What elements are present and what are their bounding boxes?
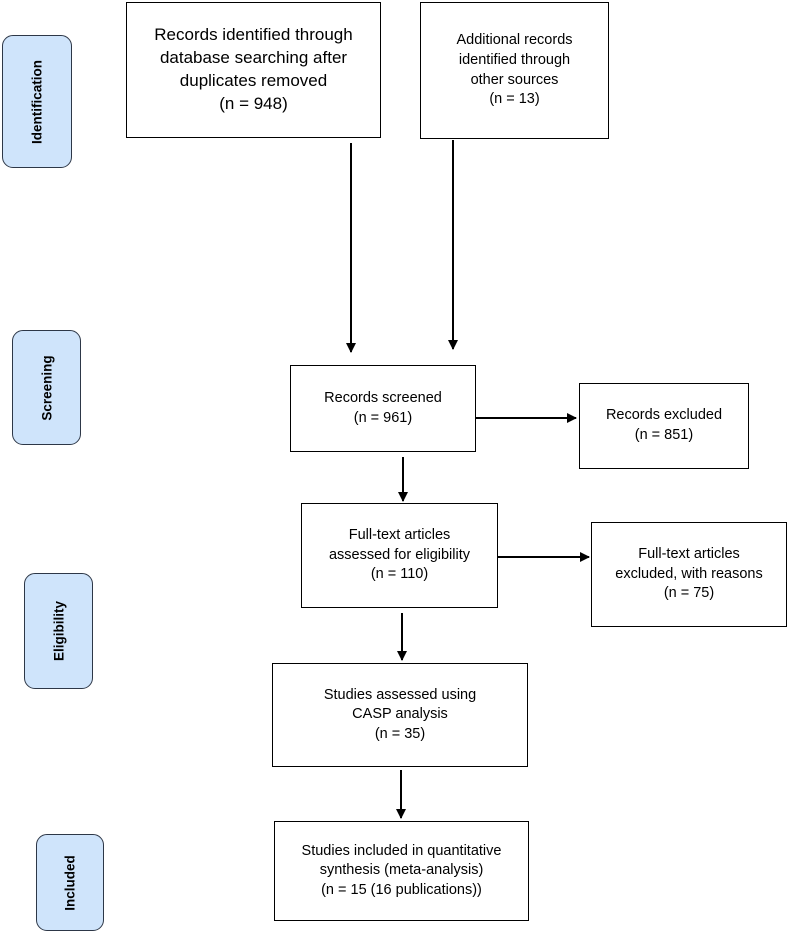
stage-included: Included <box>36 834 104 931</box>
fulltext-assessed-count: (n = 110) <box>370 566 429 583</box>
fulltext-excluded-line: Full-text articles <box>638 546 740 563</box>
records-screened-box: Records screened (n = 961) <box>290 365 476 452</box>
records-screened-label: Records screened <box>324 389 442 406</box>
records-excluded-label: Records excluded <box>605 407 723 424</box>
fulltext-excluded-box: Full-text articles excluded, with reason… <box>591 522 787 627</box>
fulltext-excluded-line: excluded, with reasons <box>615 565 763 582</box>
fulltext-assessed-line: assessed for eligibility <box>328 546 471 563</box>
stage-identification: Identification <box>2 35 72 168</box>
database-search-box: Records identified through database sear… <box>126 2 381 138</box>
casp-line: Studies assessed using <box>323 686 477 703</box>
other-sources-box: Additional records identified through ot… <box>420 2 609 139</box>
included-studies-line: synthesis (meta-analysis) <box>319 862 484 879</box>
records-screened-count: (n = 961) <box>353 409 413 426</box>
records-excluded-box: Records excluded (n = 851) <box>579 383 749 469</box>
other-sources-line: identified through <box>458 51 571 68</box>
casp-count: (n = 35) <box>374 725 426 742</box>
other-sources-line: other sources <box>470 71 559 88</box>
database-search-line: Records identified through <box>154 25 353 45</box>
casp-box: Studies assessed using CASP analysis (n … <box>272 663 528 767</box>
fulltext-excluded-count: (n = 75) <box>663 585 715 602</box>
database-search-line: duplicates removed <box>179 71 328 90</box>
other-sources-count: (n = 13) <box>489 91 540 108</box>
included-studies-box: Studies included in quantitative synthes… <box>274 821 529 921</box>
casp-line: CASP analysis <box>352 706 448 723</box>
database-search-count: (n = 948) <box>219 93 288 113</box>
database-search-line: database searching after <box>159 48 348 68</box>
included-studies-line: Studies included in quantitative <box>301 842 502 859</box>
other-sources-line: Additional records <box>456 32 573 49</box>
stage-screening: Screening <box>12 330 81 445</box>
records-excluded-count: (n = 851) <box>634 427 694 443</box>
stage-eligibility: Eligibility <box>24 573 93 689</box>
included-studies-count: (n = 15 (16 publications)) <box>321 881 482 898</box>
fulltext-assessed-box: Full-text articles assessed for eligibil… <box>301 503 498 608</box>
fulltext-assessed-line: Full-text articles <box>348 527 451 544</box>
